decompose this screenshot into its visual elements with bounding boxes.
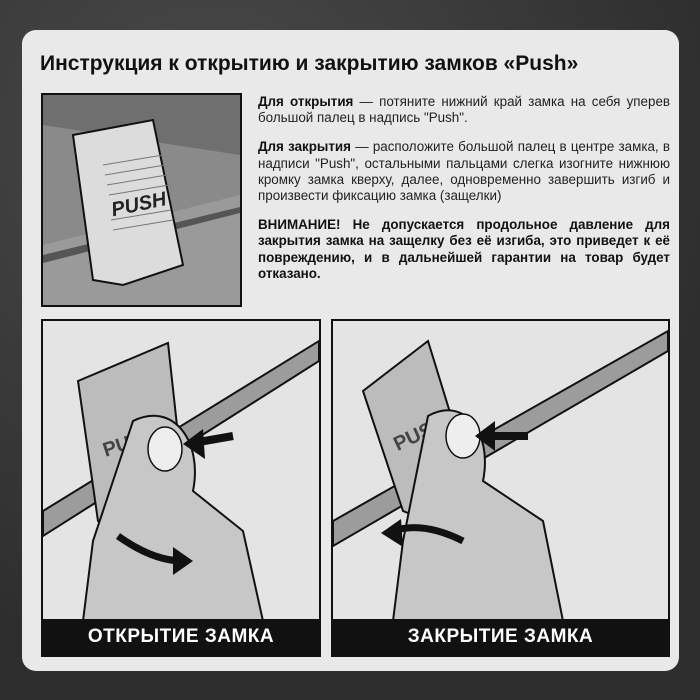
close-text: — расположите большой палец в центре зам… — [258, 139, 670, 204]
page-title: Инструкция к открытию и закрытию замков … — [40, 52, 579, 75]
close-label: Для закрытия — [258, 139, 351, 155]
close-instruction: Для закрытия — расположите большой палец… — [258, 139, 670, 204]
opening-caption: ОТКРЫТИЕ ЗАМКА — [43, 619, 319, 655]
instructions: Для открытия — потяните нижний край замк… — [258, 94, 670, 295]
lock-shape — [71, 118, 185, 287]
lock-closeup-illustration: PUSH — [41, 93, 242, 307]
hand-icon — [391, 409, 565, 621]
closing-illustration: PUSH ЗАКРЫТИЕ ЗАМКА — [331, 319, 670, 657]
opening-illustration: PUSH ОТКРЫТИЕ ЗАМКА — [41, 319, 321, 657]
open-text: — потяните нижний край замка на себя упе… — [258, 94, 671, 126]
open-label: Для открытия — [258, 94, 354, 109]
open-instruction: Для открытия — потяните нижний край замк… — [258, 94, 670, 126]
closing-caption: ЗАКРЫТИЕ ЗАМКА — [333, 619, 668, 655]
warning-text: ВНИМАНИЕ! Не допускается продольное давл… — [258, 217, 670, 281]
